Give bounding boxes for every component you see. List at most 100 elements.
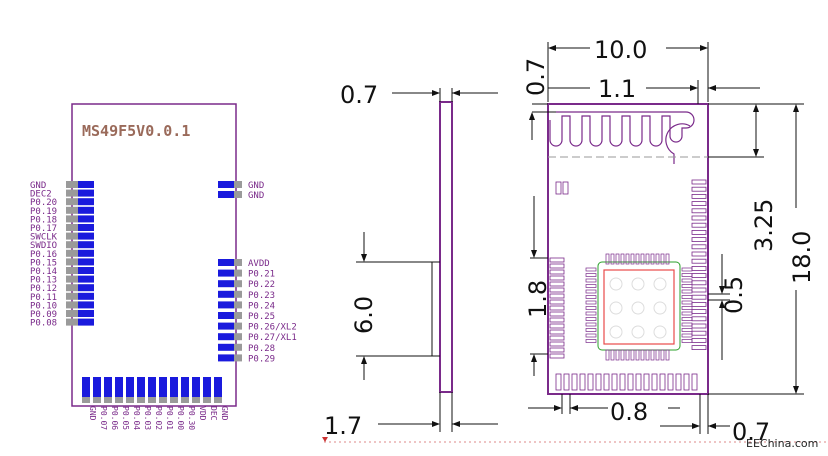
pin-label: P0.02 <box>154 406 163 430</box>
pin-label: SWDIO <box>30 241 57 251</box>
footprint-pad <box>659 373 666 391</box>
pin-label: P0.27/XL1 <box>248 333 297 343</box>
pin-pad <box>78 232 94 240</box>
pin-stub <box>66 284 78 292</box>
dim-bottom-pitch: 0.8 <box>610 398 648 426</box>
pin-label: SWCLK <box>30 233 58 243</box>
model-label: MS49F5V0.0.1 <box>82 122 190 140</box>
pin-stub <box>234 343 242 351</box>
thermal-via <box>609 325 623 339</box>
chip-pad <box>645 253 650 265</box>
pin-pad <box>214 377 222 397</box>
footprint-pad <box>643 373 650 391</box>
chip-pad <box>585 289 597 294</box>
footprint-pad <box>691 179 707 185</box>
pin-label: P0.01 <box>165 406 174 430</box>
pin-label: GND <box>248 191 264 201</box>
pin-label: GND <box>30 181 46 191</box>
pin-label: P0.22 <box>248 280 275 290</box>
chip-pad <box>605 349 610 361</box>
pin-pad <box>126 377 134 397</box>
pin-stub <box>66 198 78 206</box>
chip-pad <box>660 349 665 361</box>
chip-pad <box>650 253 655 265</box>
pin-label: P0.11 <box>30 293 57 303</box>
pin-stub <box>234 259 242 266</box>
pin-stub <box>66 310 78 317</box>
pin-stub <box>66 241 78 249</box>
pin-pad <box>78 241 94 249</box>
footprint-pad <box>611 373 618 391</box>
footprint-pad <box>603 373 610 391</box>
chip-pad <box>585 273 597 277</box>
pin-pad <box>93 377 101 397</box>
module-outline <box>71 103 237 407</box>
pin-label: DEC <box>209 406 218 421</box>
pin-pad <box>82 377 90 397</box>
pin-stub <box>214 397 222 403</box>
pin-pad <box>78 249 94 257</box>
pin-label: P0.16 <box>30 250 57 260</box>
chip-footprint <box>585 253 693 361</box>
dim-length: 18.0 <box>788 231 816 284</box>
pin-pad <box>104 377 112 397</box>
pin-label: P0.09 <box>30 310 57 320</box>
chip-pad <box>585 306 597 310</box>
dim-width: 10.0 <box>594 36 647 64</box>
footprint-pad <box>579 373 586 391</box>
pin-stub <box>66 249 78 257</box>
thermal-via <box>631 301 645 315</box>
pin-pad <box>148 377 156 397</box>
pin-label: AVDD <box>248 259 270 269</box>
chip-pad <box>585 339 597 343</box>
chip-pad <box>605 253 610 265</box>
dim-pin-pitch: 1.8 <box>524 280 552 318</box>
pin-label: P0.10 <box>30 301 57 311</box>
dim-side-thickness: 0.7 <box>340 81 378 109</box>
pin-stub <box>234 312 242 319</box>
chip-pad <box>585 300 597 305</box>
pin-label: P0.12 <box>30 284 57 294</box>
chip-pad <box>585 295 597 299</box>
pin-pad <box>78 181 94 188</box>
pin-stub <box>66 267 78 274</box>
footprint-pad <box>691 273 707 279</box>
footprint-outline <box>547 103 709 395</box>
pin-label: P0.13 <box>30 276 57 286</box>
chip-pad <box>660 253 665 265</box>
chip-pad <box>585 322 597 327</box>
pin-stub <box>66 232 78 240</box>
thermal-via <box>653 325 667 339</box>
footprint-pad <box>555 373 562 391</box>
chip-pad <box>585 267 597 272</box>
footprint-pad <box>549 263 565 269</box>
footprint-pad <box>587 373 594 391</box>
pin-label: P0.03 <box>143 406 152 430</box>
pin-stub <box>66 318 78 326</box>
pin-stub <box>234 191 242 198</box>
footprint-pad <box>595 373 602 391</box>
pin-label: P0.19 <box>30 207 57 217</box>
dim-top-margin: 0.7 <box>522 58 550 96</box>
pin-pad <box>78 292 94 300</box>
chip-pad <box>640 253 645 265</box>
footprint-pad <box>549 347 565 353</box>
footprint-pad <box>683 373 690 391</box>
footprint-right-pads <box>691 179 707 351</box>
footprint-pad <box>691 201 707 207</box>
chip-pad <box>681 317 693 321</box>
pin-label: P0.14 <box>30 267 57 277</box>
pin-label: P0.07 <box>99 406 108 430</box>
chip-pad <box>630 349 635 361</box>
pin-stub <box>137 397 145 403</box>
footprint-left-pads <box>549 257 565 359</box>
footprint-pad <box>691 337 707 343</box>
footprint-pad <box>549 353 565 359</box>
pin-pad <box>218 191 234 198</box>
pin-pad <box>78 267 94 274</box>
chip-pad <box>655 253 660 265</box>
pin-stub <box>192 397 200 403</box>
pin-label: VDD <box>198 406 207 421</box>
chip-pad <box>610 253 615 265</box>
chip-pad <box>620 253 625 265</box>
